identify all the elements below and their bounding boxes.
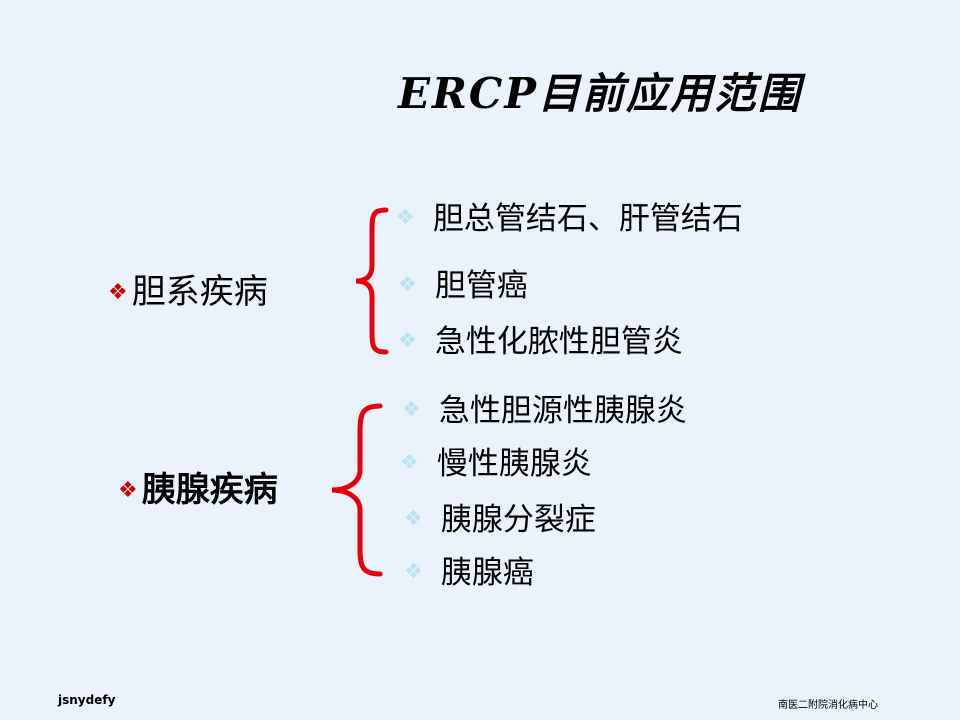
list-item: ❖ 胆管癌 — [398, 264, 528, 306]
list-item-label: 胆总管结石、肝管结石 — [432, 201, 743, 237]
list-item: ❖ 急性胆源性胰腺炎 — [402, 389, 687, 431]
list-item: ❖ 胰腺分裂症 — [404, 498, 596, 540]
list-item: ❖ 胆总管结石、肝管结石 — [396, 197, 743, 239]
category-biliary: ❖胆系疾病 — [108, 270, 268, 315]
list-item-label: 急性胆源性胰腺炎 — [438, 393, 687, 429]
diamond-bullet-icon: ❖ — [118, 478, 138, 503]
diamond-bullet-icon: ❖ — [108, 280, 128, 305]
footer-left-text: jsnydefy — [58, 693, 116, 707]
left-brace-icon — [355, 207, 389, 355]
diamond-bullet-icon: ❖ — [404, 506, 423, 530]
list-item-label: 慢性胰腺炎 — [436, 446, 592, 482]
list-item: ❖ 胰腺癌 — [404, 551, 534, 593]
diamond-bullet-icon: ❖ — [402, 397, 421, 421]
diamond-bullet-icon: ❖ — [398, 328, 417, 352]
category-label: 胰腺疾病 — [141, 470, 278, 510]
diamond-bullet-icon: ❖ — [400, 450, 419, 474]
diamond-bullet-icon: ❖ — [404, 559, 423, 583]
category-pancreas: ❖胰腺疾病 — [118, 468, 278, 513]
category-label: 胆系疾病 — [131, 272, 268, 312]
list-item: ❖ 急性化脓性胆管炎 — [398, 320, 683, 362]
slide-title: ERCP目前应用范围 — [398, 69, 802, 118]
list-item: ❖ 慢性胰腺炎 — [400, 442, 592, 484]
diamond-bullet-icon: ❖ — [396, 205, 415, 229]
list-item-label: 胰腺癌 — [440, 555, 534, 591]
list-item-label: 急性化脓性胆管炎 — [434, 324, 683, 360]
diamond-bullet-icon: ❖ — [398, 272, 417, 296]
list-item-label: 胰腺分裂症 — [440, 502, 596, 538]
left-brace-icon — [331, 403, 383, 577]
list-item-label: 胆管癌 — [434, 268, 528, 304]
footer-right-text: 南医二附院消化病中心 — [778, 700, 878, 711]
